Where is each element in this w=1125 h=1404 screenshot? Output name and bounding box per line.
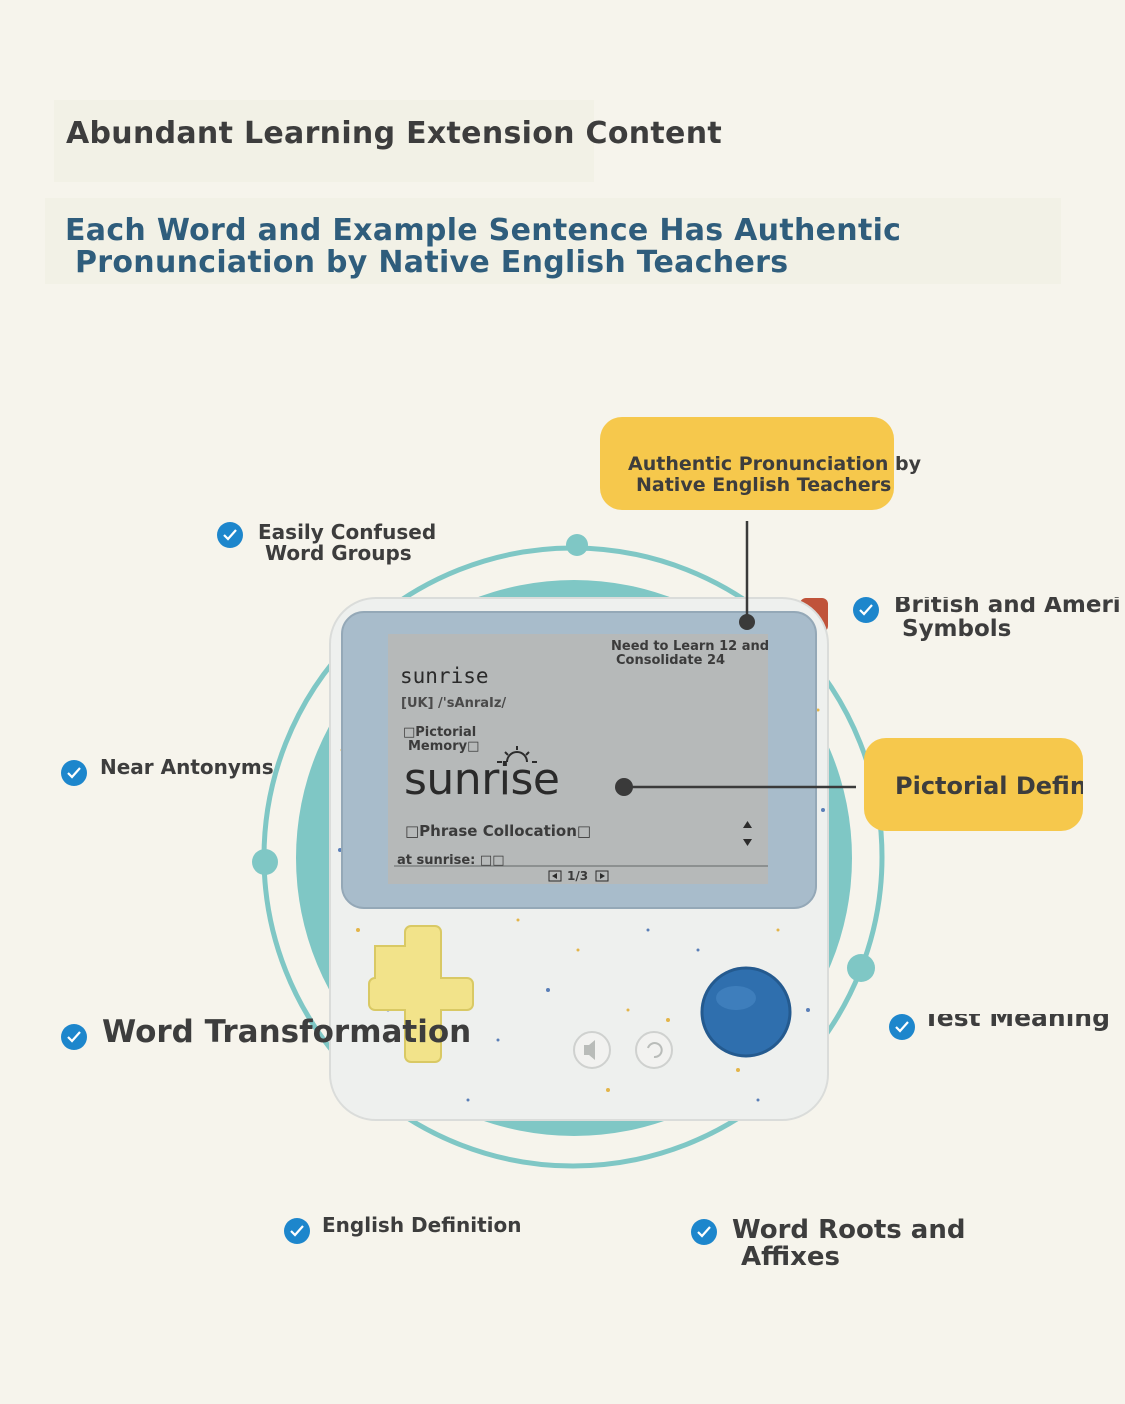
check-icon bbox=[889, 1014, 915, 1040]
dpad[interactable] bbox=[368, 925, 474, 1063]
pictorial-callout-label: Pictorial Definit bbox=[895, 772, 1083, 800]
speaker-icon bbox=[584, 1040, 595, 1060]
feature-british-american: British and Ameri Symbols bbox=[853, 597, 1125, 647]
feature-confused-line2: Word Groups bbox=[265, 541, 412, 565]
pronunciation-callout-line1: Authentic Pronunciation by bbox=[628, 453, 922, 475]
pager-next-icon[interactable] bbox=[595, 870, 609, 882]
pictorial-memory-line1: □Pictorial bbox=[403, 725, 477, 740]
orbit-dot-left bbox=[252, 849, 278, 875]
feature-near-antonyms: Near Antonyms bbox=[61, 755, 301, 790]
feature-confused-line1: Easily Confused bbox=[258, 520, 437, 544]
orbit-dot-right bbox=[847, 954, 875, 982]
refresh-icon bbox=[647, 1042, 663, 1059]
subtitle-line1: Each Word and Example Sentence Has Authe… bbox=[65, 213, 902, 248]
back-button[interactable] bbox=[635, 1031, 673, 1069]
task-line1: Need to Learn 12 and bbox=[611, 639, 770, 654]
pictorial-word-image: sunrise bbox=[404, 754, 560, 805]
pager-count: 1/3 bbox=[567, 869, 589, 883]
main-title-banner: Abundant Learning Extension Content bbox=[54, 100, 722, 182]
eink-screen bbox=[388, 634, 768, 884]
task-line2: Consolidate 24 bbox=[616, 653, 726, 668]
feature-roots-line2: Affixes bbox=[741, 1242, 840, 1272]
check-icon bbox=[853, 597, 879, 623]
feature-confused-groups: Easily Confused Word Groups bbox=[217, 520, 457, 578]
pronunciation-marker bbox=[739, 614, 755, 630]
feature-english-definition: English Definition bbox=[284, 1213, 544, 1248]
check-icon bbox=[284, 1218, 310, 1244]
check-icon bbox=[61, 1024, 87, 1050]
feature-antonyms-label: Near Antonyms bbox=[100, 755, 274, 779]
phrase-collocation-heading: □Phrase Collocation□ bbox=[405, 822, 592, 840]
feature-test-meaning: Test Meaning bbox=[889, 1014, 1125, 1044]
feature-test-meaning-label: Test Meaning bbox=[923, 1014, 1110, 1032]
feature-british-line2: Symbols bbox=[902, 616, 1012, 642]
feature-british-line1: British and Ameri bbox=[894, 597, 1121, 618]
pictorial-memory-line2: Memory□ bbox=[408, 739, 480, 754]
scroll-arrows-icon bbox=[743, 821, 752, 846]
pictorial-callout: Pictorial Definit bbox=[864, 738, 1083, 831]
phrase-example: at sunrise: □□ bbox=[397, 853, 505, 868]
feature-english-definition-label: English Definition bbox=[322, 1213, 522, 1237]
orbit-dot-top bbox=[566, 534, 588, 556]
feature-roots-line1: Word Roots and bbox=[732, 1215, 966, 1245]
pronunciation-callout: Authentic Pronunciation by Native Englis… bbox=[600, 417, 921, 510]
feature-word-transformation: Word Transformation bbox=[61, 1014, 481, 1058]
subtitle-banner: Each Word and Example Sentence Has Authe… bbox=[45, 198, 1061, 284]
phonetic: [UK] /'sAnraIz/ bbox=[401, 696, 507, 711]
feature-word-roots: Word Roots and Affixes bbox=[691, 1215, 991, 1279]
feature-transformation-label: Word Transformation bbox=[102, 1014, 472, 1050]
sun-icon bbox=[497, 746, 537, 763]
screen-word: sunrise bbox=[400, 664, 489, 688]
check-icon bbox=[691, 1219, 717, 1245]
device bbox=[329, 597, 829, 1121]
main-title: Abundant Learning Extension Content bbox=[66, 116, 722, 151]
pronunciation-callout-line2: Native English Teachers bbox=[636, 474, 892, 496]
check-icon bbox=[217, 522, 243, 548]
subtitle-line2: Pronunciation by Native English Teachers bbox=[75, 245, 789, 280]
pager-prev-icon[interactable] bbox=[548, 870, 562, 882]
check-icon bbox=[61, 760, 87, 786]
pictorial-marker bbox=[615, 778, 633, 796]
